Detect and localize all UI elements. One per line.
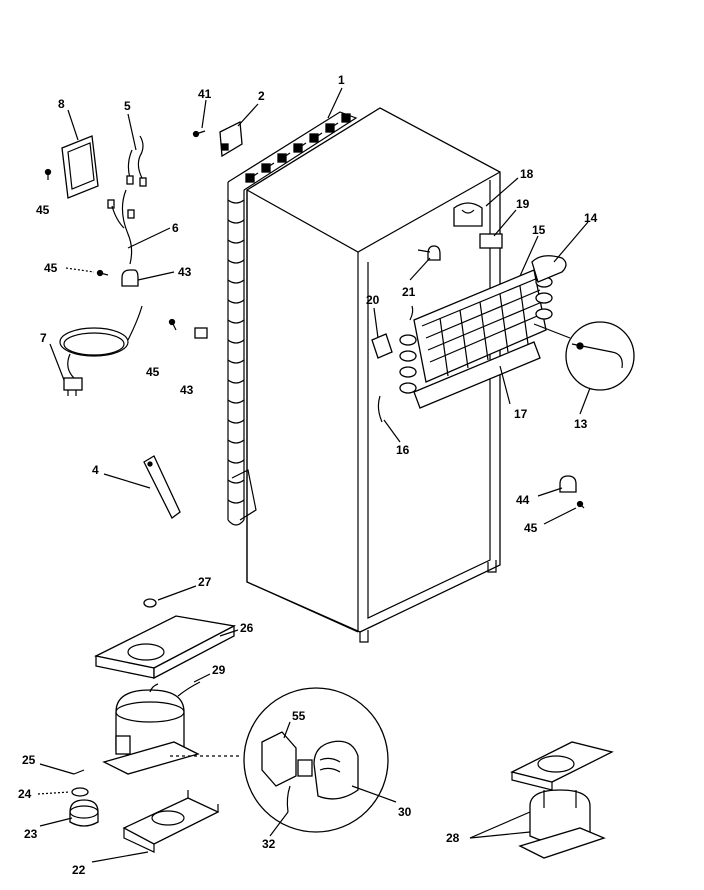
support-bracket xyxy=(143,455,181,519)
callout-8: 8 xyxy=(58,97,65,111)
callout-16: 16 xyxy=(396,443,410,457)
thermostat-detail-circle xyxy=(533,321,635,391)
callout-43-a: 43 xyxy=(178,265,192,279)
callout-29: 29 xyxy=(212,663,226,677)
grommet xyxy=(143,598,157,608)
callout-41: 41 xyxy=(198,87,212,101)
condenser-coil xyxy=(227,111,358,526)
compressor-base-plate xyxy=(122,790,220,853)
callout-13: 13 xyxy=(574,417,588,431)
callout-20: 20 xyxy=(366,293,380,307)
callout-22: 22 xyxy=(72,863,86,877)
compressor xyxy=(102,681,240,775)
callout-45-d: 45 xyxy=(524,521,538,535)
callout-2: 2 xyxy=(258,89,265,103)
callout-15: 15 xyxy=(532,223,546,237)
callout-4: 4 xyxy=(92,463,99,477)
callout-14: 14 xyxy=(584,211,598,225)
refrigerator-cabinet xyxy=(246,107,501,643)
bracket-part xyxy=(192,120,243,158)
screw-set xyxy=(96,269,208,339)
callout-26: 26 xyxy=(240,621,254,635)
callout-44: 44 xyxy=(516,493,530,507)
callout-32: 32 xyxy=(262,837,276,851)
callout-23: 23 xyxy=(24,827,38,841)
callout-28: 28 xyxy=(446,831,460,845)
callout-21: 21 xyxy=(402,285,416,299)
callout-45-b: 45 xyxy=(44,261,58,275)
evaporator-assembly xyxy=(371,202,567,423)
callout-6: 6 xyxy=(172,221,179,235)
callout-55: 55 xyxy=(292,709,306,723)
grommet-set xyxy=(69,769,99,827)
cover-plate-part xyxy=(44,135,99,199)
callout-19: 19 xyxy=(516,197,530,211)
callout-43-b: 43 xyxy=(180,383,194,397)
callout-27: 27 xyxy=(198,575,212,589)
drain-pan xyxy=(94,615,236,680)
callout-1: 1 xyxy=(338,73,345,87)
callout-24: 24 xyxy=(18,787,32,801)
power-cord xyxy=(59,305,143,396)
leader-lines xyxy=(37,87,591,863)
callout-18: 18 xyxy=(520,167,534,181)
compressor-assembly xyxy=(510,741,614,859)
callout-25: 25 xyxy=(22,753,36,767)
callout-45-c: 45 xyxy=(146,365,160,379)
callout-30: 30 xyxy=(398,805,412,819)
wiring-harness xyxy=(107,135,147,287)
callout-45-a: 45 xyxy=(36,203,50,217)
relay-detail-circle xyxy=(243,687,389,833)
callout-labels: 1 2 41 8 5 45 6 45 43 7 45 43 4 18 19 15… xyxy=(18,73,598,877)
callout-17: 17 xyxy=(514,407,528,421)
callout-7: 7 xyxy=(40,331,47,345)
clip-and-screw xyxy=(559,475,585,509)
callout-5: 5 xyxy=(124,99,131,113)
